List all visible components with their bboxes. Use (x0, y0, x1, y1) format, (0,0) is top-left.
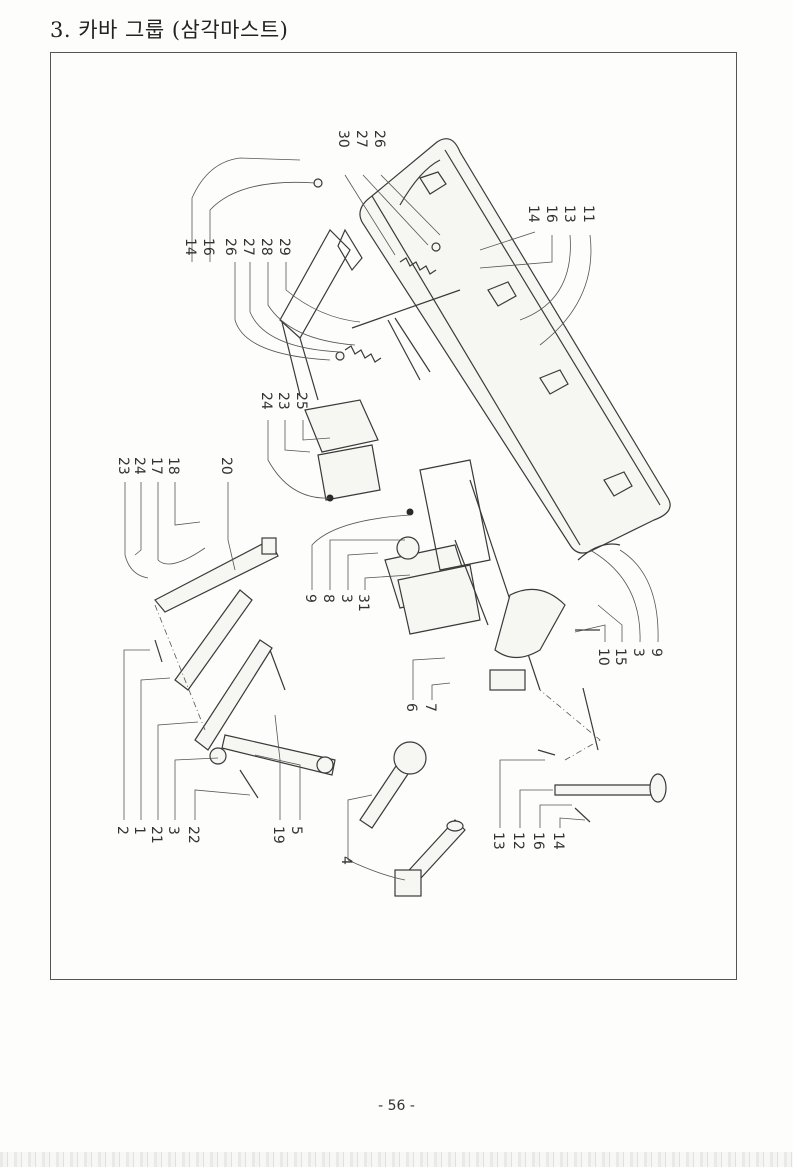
callout-13: 13 (561, 205, 577, 223)
callout-27: 27 (353, 130, 369, 148)
callout-group-left-mid: 23 24 17 18 20 (115, 457, 234, 475)
callout-11: 11 (580, 205, 596, 223)
callout-5: 5 (288, 826, 304, 835)
callout-group-right: 14 16 13 11 (525, 205, 596, 223)
callout-group-top-right: 30 27 26 (335, 130, 387, 148)
callout-14: 14 (525, 205, 541, 223)
callout-17: 17 (148, 457, 164, 475)
callout-16: 16 (530, 832, 546, 850)
callout-1: 1 (131, 826, 147, 835)
callout-14: 14 (182, 238, 198, 256)
callout-group-left-upper: 14 16 26 27 28 29 (182, 238, 292, 256)
callout-30: 30 (335, 130, 351, 148)
leader-lines (123, 157, 659, 881)
callout-26: 26 (222, 238, 238, 256)
pin-parts (537, 629, 667, 823)
callout-10: 10 (595, 648, 611, 666)
callout-group-right-lower: 10 15 3 9 (595, 648, 664, 666)
callout-23: 23 (275, 392, 291, 410)
pto-shaft (359, 741, 466, 897)
mounting-plates (304, 399, 566, 691)
callout-3: 3 (630, 648, 646, 657)
page-number: - 56 - (378, 1098, 415, 1114)
callout-group-middle-upper: 24 23 25 (258, 392, 309, 410)
callout-15: 15 (612, 648, 628, 666)
callout-4: 4 (338, 856, 354, 865)
callout-14: 14 (550, 832, 566, 850)
callout-19: 19 (270, 826, 286, 844)
callout-group-middle-lower: 9 8 3 31 (302, 594, 371, 612)
callout-3: 3 (338, 594, 354, 603)
scan-edge (0, 1152, 793, 1167)
callout-16: 16 (543, 205, 559, 223)
callout-18: 18 (165, 457, 181, 475)
callout-7: 7 (422, 703, 438, 712)
cover-body (359, 138, 671, 561)
callout-9: 9 (302, 594, 318, 603)
callout-21: 21 (148, 826, 164, 844)
callout-2: 2 (114, 826, 130, 835)
callout-25: 25 (293, 392, 309, 410)
callout-3: 3 (165, 826, 181, 835)
callout-24: 24 (131, 457, 147, 475)
callout-31: 31 (355, 594, 371, 612)
callout-8: 8 (320, 594, 336, 603)
callout-12: 12 (510, 832, 526, 850)
callout-24: 24 (258, 392, 274, 410)
callout-29: 29 (276, 238, 292, 256)
callout-group-center-bottom: 6 7 (403, 703, 438, 712)
callout-20: 20 (218, 457, 234, 475)
callout-23: 23 (115, 457, 131, 475)
callout-26: 26 (371, 130, 387, 148)
callout-13: 13 (490, 832, 506, 850)
callout-22: 22 (185, 826, 201, 844)
callout-group-pto: 4 (338, 856, 354, 865)
callout-group-bottom-right: 13 12 16 14 (490, 832, 566, 850)
upper-linkage (279, 178, 461, 401)
callout-6: 6 (403, 703, 419, 712)
callout-9: 9 (648, 648, 664, 657)
callout-16: 16 (200, 238, 216, 256)
left-arm-assembly (154, 537, 336, 799)
callout-28: 28 (258, 238, 274, 256)
page-title: 3. 카바 그룹 (삼각마스트) (50, 18, 289, 42)
diagram-frame (50, 52, 737, 980)
callout-27: 27 (240, 238, 256, 256)
callout-group-left-bottom: 2 1 21 3 22 19 5 (114, 826, 304, 844)
